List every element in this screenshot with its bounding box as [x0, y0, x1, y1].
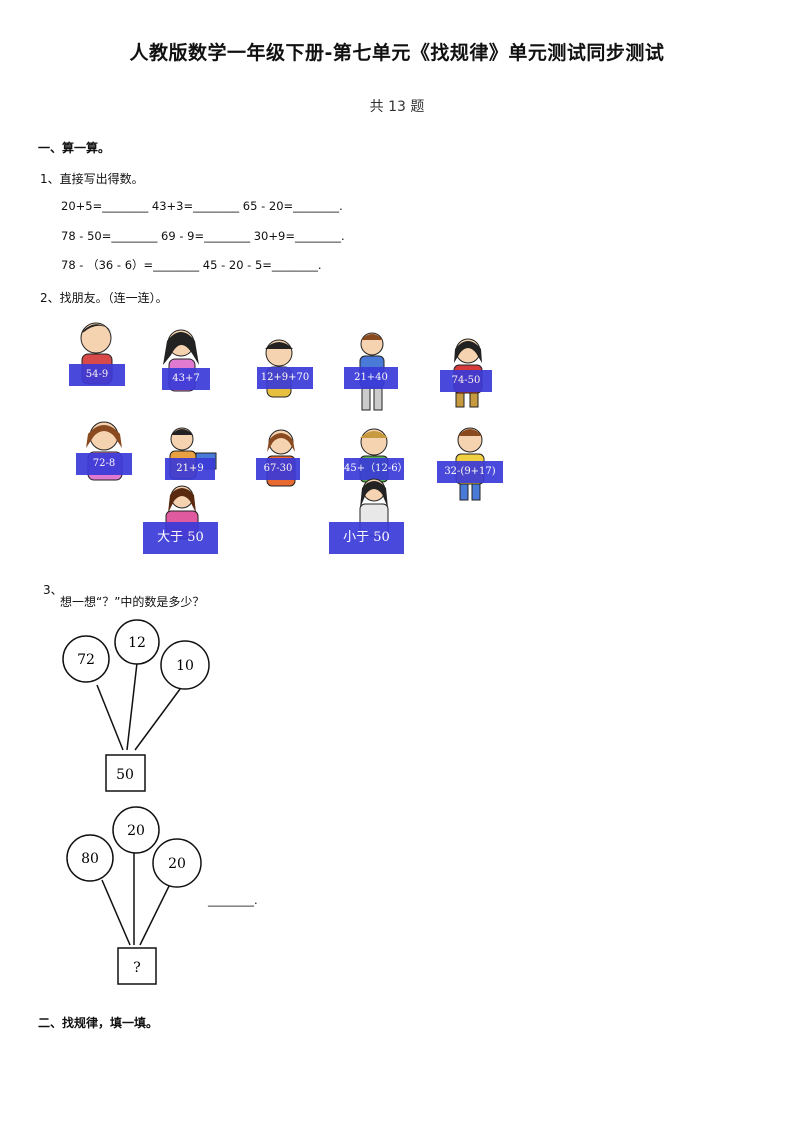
tree-box	[105, 754, 146, 792]
page-title: 人教版数学一年级下册-第七单元《找规律》单元测试同步测试	[129, 42, 665, 64]
expression-card[interactable]: 74-50	[440, 370, 492, 392]
tree-circle	[160, 640, 210, 690]
calc-item: 30+9=________.	[253, 229, 345, 243]
calc-row-3: 78 - （36 - 6）=________ 45 - 20 - 5=_____…	[61, 257, 322, 273]
calc-item: 78 - 50=________	[61, 229, 158, 243]
question-3-prompt: 想一想“？”中的数是多少？	[60, 595, 205, 609]
question-2-prompt: 2、找朋友。（连一连）。	[40, 291, 168, 305]
calc-item: 78 - （36 - 6）=________	[61, 258, 200, 272]
expression-card[interactable]: 72-8	[76, 453, 132, 475]
calc-item: 20+5=________	[61, 199, 149, 213]
target-card-less[interactable]: 小于 50	[329, 522, 404, 554]
tree-circle	[152, 838, 202, 888]
expression-card[interactable]: 12+9+70	[257, 367, 313, 389]
question-3-number: 3、	[43, 583, 63, 597]
calc-item: 43+3=________	[151, 199, 240, 213]
expression-card[interactable]: 54-9	[69, 364, 125, 386]
circle-value: 12	[128, 635, 146, 651]
expression-card[interactable]: 43+7	[162, 368, 210, 390]
calc-item: 65 - 20=________.	[242, 199, 343, 213]
tree-circle	[62, 635, 110, 683]
expression-card[interactable]: 21+9	[165, 458, 215, 480]
calc-item: 45 - 20 - 5=________.	[202, 258, 322, 272]
tree-circle	[112, 806, 160, 854]
expression-card[interactable]: 45+（12-6）	[344, 458, 408, 480]
circle-value: 80	[81, 851, 99, 867]
number-tree-1: 72 12 10 50	[62, 619, 210, 792]
answer-blank[interactable]: ________.	[208, 893, 258, 907]
section-heading-1: 一、算一算。	[38, 141, 111, 155]
calc-row-1: 20+5=________ 43+3=________ 65 - 20=____…	[61, 199, 343, 213]
calc-item: 69 - 9=________	[161, 229, 251, 243]
tree-circle	[114, 619, 160, 665]
circle-value: 10	[176, 658, 194, 674]
expression-card[interactable]: 21+40	[344, 367, 398, 389]
box-value: 50	[116, 767, 134, 783]
number-tree-2: 80 20 20 ?	[66, 806, 202, 985]
calc-row-2: 78 - 50=________ 69 - 9=________ 30+9=__…	[61, 229, 345, 243]
tree-box	[117, 947, 157, 985]
box-value: ?	[133, 960, 141, 976]
circle-value: 20	[168, 856, 186, 872]
question-count: 共 13 题	[369, 99, 425, 115]
question-1-prompt: 1、直接写出得数。	[40, 172, 144, 186]
tree-circle	[66, 834, 114, 882]
expression-card[interactable]: 32-(9+17)	[437, 461, 503, 483]
section-heading-2: 二、找规律，填一填。	[38, 1016, 159, 1030]
circle-value: 20	[127, 823, 145, 839]
target-card-greater[interactable]: 大于 50	[143, 522, 218, 554]
expression-card[interactable]: 67-30	[256, 458, 300, 480]
circle-value: 72	[77, 652, 95, 668]
